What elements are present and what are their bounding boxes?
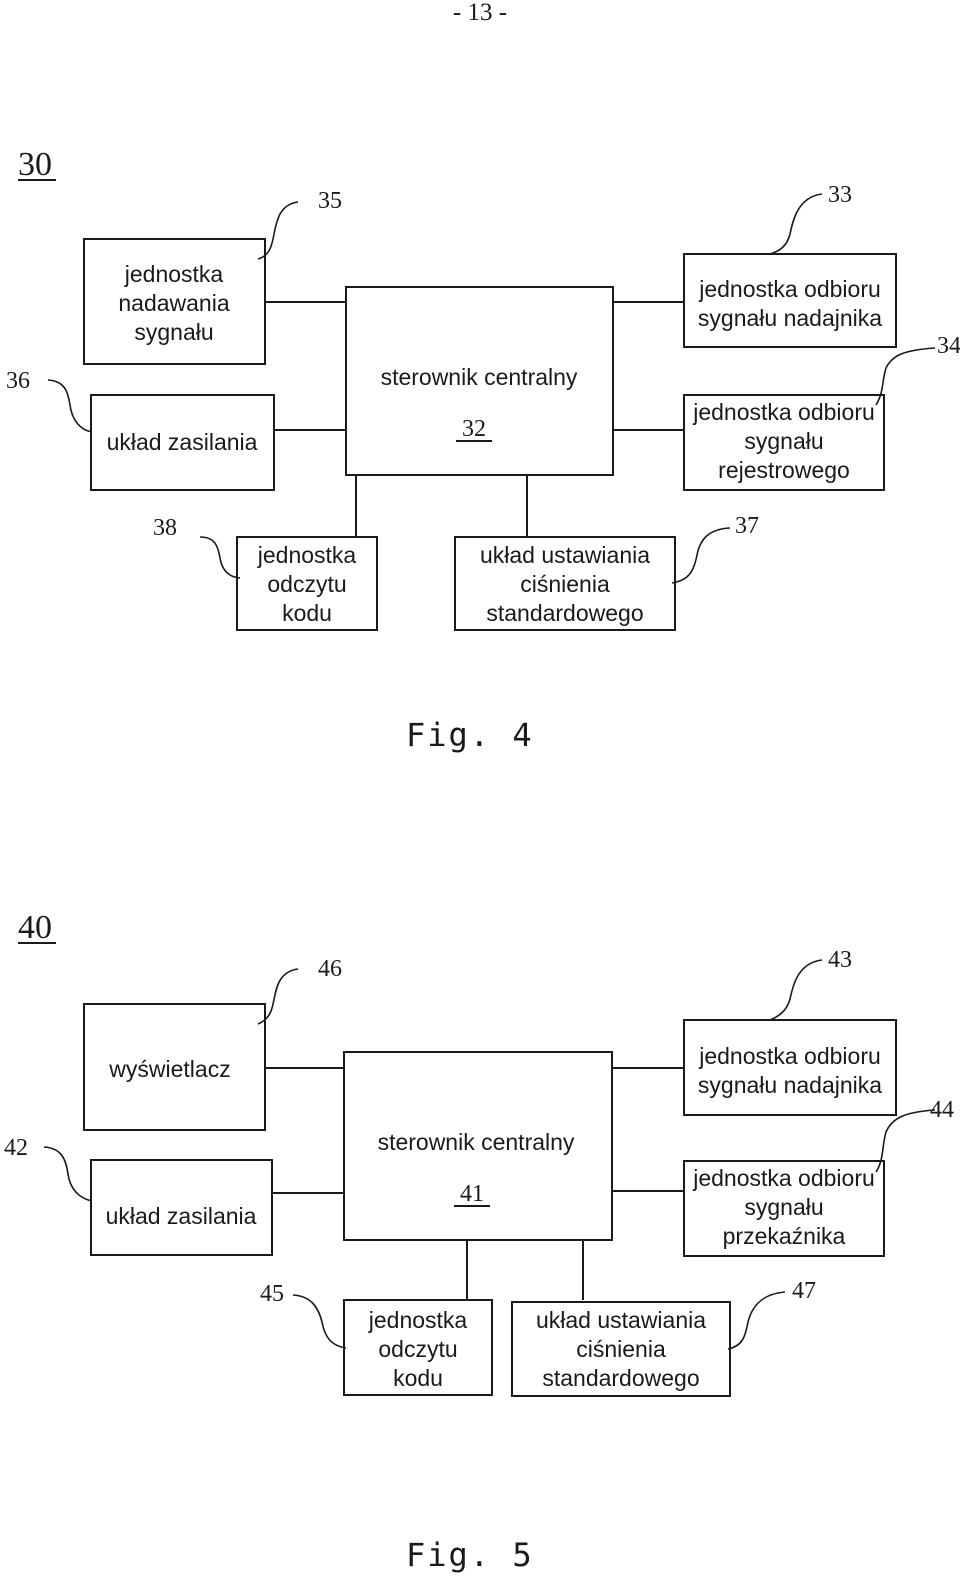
- box-register-signal-receiving-unit: [683, 394, 885, 491]
- leader-35: [257, 201, 299, 260]
- ref-38: 38: [153, 515, 177, 541]
- leader-34: [875, 347, 936, 406]
- box-47-line-3: standardowego: [542, 1365, 699, 1391]
- leader-33: [769, 193, 823, 255]
- leader-46: [257, 968, 299, 1025]
- ref-46: 46: [318, 956, 342, 982]
- figure-4: 30 jednostka nadawania sygnału układ zas…: [6, 146, 960, 754]
- box-33-line-1: jednostka odbioru: [698, 276, 881, 302]
- box-38-line-2: odczytu: [267, 571, 346, 597]
- box-power-supply: [90, 1159, 273, 1256]
- leader-45: [292, 1294, 347, 1349]
- box-power-supply: [90, 394, 275, 491]
- ref-37: 37: [735, 513, 759, 539]
- box-33-line-2: sygnału nadajnika: [698, 305, 882, 331]
- box-central-controller: [345, 286, 614, 476]
- box-41-line-1: sterownik centralny: [378, 1129, 575, 1155]
- box-41-ref: 41: [460, 1181, 484, 1207]
- box-relay-signal-receiving-unit: [683, 1160, 885, 1257]
- figure-5: 40 wyświetlacz układ zasilania sterownik…: [4, 909, 954, 1574]
- box-45-line-2: odczytu: [378, 1336, 457, 1362]
- box-32-line-1: sterownik centralny: [381, 364, 578, 390]
- box-37-line-2: ciśnienia: [520, 571, 610, 597]
- figure-4-caption: Fig. 4: [406, 716, 534, 754]
- leader-43: [769, 959, 823, 1021]
- box-42-line-1: układ zasilania: [106, 1203, 257, 1229]
- box-34-line-2: sygnału: [744, 428, 823, 454]
- leader-42: [43, 1146, 93, 1202]
- ref-36: 36: [6, 368, 30, 394]
- box-display: [83, 1003, 266, 1131]
- ref-33: 33: [828, 182, 852, 208]
- box-37-line-1: układ ustawiania: [480, 542, 650, 568]
- leader-44: [875, 1109, 936, 1173]
- figure-5-caption: Fig. 5: [406, 1536, 534, 1574]
- box-transmitter-signal-receiving-unit: [683, 253, 897, 348]
- leader-37: [671, 527, 731, 584]
- ref-43: 43: [828, 947, 852, 973]
- leader-38: [199, 536, 241, 579]
- leader-36: [47, 379, 93, 433]
- box-35-line-1: jednostka: [124, 261, 224, 287]
- box-34-line-1: jednostka odbioru: [692, 399, 875, 425]
- box-35-line-2: nadawania: [118, 290, 229, 316]
- leader-47: [727, 1291, 786, 1350]
- box-38-line-1: jednostka: [257, 542, 357, 568]
- box-43-line-1: jednostka odbioru: [698, 1043, 881, 1069]
- figure-number-40: 40: [18, 909, 52, 946]
- box-46-line-1: wyświetlacz: [108, 1056, 230, 1082]
- box-32-ref: 32: [462, 416, 486, 442]
- box-standard-pressure-setting-circuit: [454, 536, 676, 631]
- ref-42: 42: [4, 1135, 28, 1161]
- ref-34: 34: [937, 333, 960, 359]
- ref-44: 44: [930, 1097, 954, 1123]
- box-47-line-1: układ ustawiania: [536, 1307, 706, 1333]
- box-44-line-3: przekaźnika: [723, 1223, 846, 1249]
- box-38-line-3: kodu: [282, 600, 332, 626]
- box-central-controller: [343, 1051, 613, 1241]
- box-43-line-2: sygnału nadajnika: [698, 1072, 882, 1098]
- box-44-line-1: jednostka odbioru: [692, 1165, 875, 1191]
- box-transmitter-signal-receiving-unit: [683, 1019, 897, 1116]
- box-44-line-2: sygnału: [744, 1194, 823, 1220]
- box-35-line-3: sygnału: [134, 319, 213, 345]
- box-code-reading-unit: [343, 1299, 493, 1396]
- box-45-line-3: kodu: [393, 1365, 443, 1391]
- ref-45: 45: [260, 1281, 284, 1307]
- figure-number-30: 30: [18, 146, 52, 183]
- ref-47: 47: [792, 1278, 816, 1304]
- ref-35: 35: [318, 188, 342, 214]
- page-number: - 13 -: [453, 0, 507, 26]
- box-signal-transmitting-unit: [83, 238, 266, 365]
- box-36-line-1: układ zasilania: [107, 429, 258, 455]
- box-code-reading-unit: [236, 536, 378, 631]
- box-45-line-1: jednostka: [368, 1307, 468, 1333]
- box-47-line-2: ciśnienia: [576, 1336, 666, 1362]
- box-37-line-3: standardowego: [486, 600, 643, 626]
- box-34-line-3: rejestrowego: [718, 457, 850, 483]
